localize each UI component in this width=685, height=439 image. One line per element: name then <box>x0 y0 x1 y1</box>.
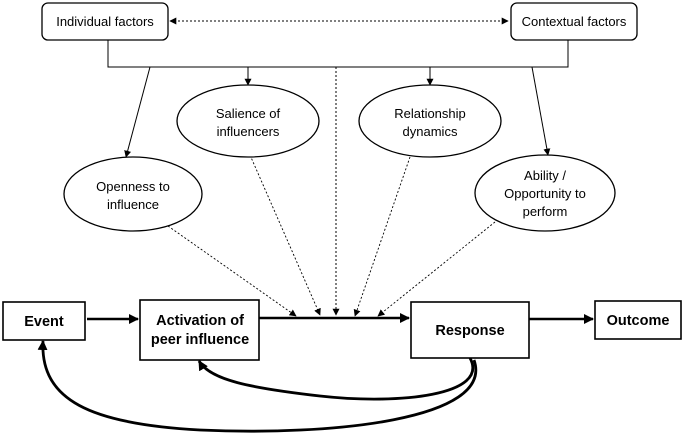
activation-label-line2: peer influence <box>151 332 249 348</box>
event-box: Event <box>2 301 86 341</box>
event-label: Event <box>24 314 64 330</box>
individual-factors-box: Individual factors <box>41 2 169 41</box>
relationship-ellipse: Relationship dynamics <box>358 84 502 158</box>
salience-label-line2: influencers <box>217 124 280 139</box>
connectors <box>37 17 594 433</box>
contextual-factors-box: Contextual factors <box>510 2 638 41</box>
openness-label-line1: Openness to <box>96 179 170 194</box>
contextual-factors-label: Contextual factors <box>522 14 627 29</box>
feedback-arrow-to-event <box>37 340 478 433</box>
outcome-box: Outcome <box>594 300 682 340</box>
ability-label-line3: perform <box>523 204 568 219</box>
salience-ellipse: Salience of influencers <box>176 84 320 158</box>
ability-ellipse: Ability / Opportunity to perform <box>474 154 616 232</box>
ability-label-line2: Opportunity to <box>504 186 586 201</box>
individual-factors-label: Individual factors <box>56 14 154 29</box>
arrow-relationship-to-path <box>353 156 411 317</box>
salience-label-line1: Salience of <box>216 106 281 121</box>
relationship-label-line1: Relationship <box>394 106 466 121</box>
factors-bracket <box>107 40 569 68</box>
ability-label-line1: Ability / <box>524 168 566 183</box>
activation-box: Activation of peer influence <box>139 299 260 361</box>
response-box: Response <box>410 301 530 359</box>
feedback-arrow-to-activation <box>197 357 474 401</box>
arrow-ability-to-path <box>377 221 496 317</box>
outcome-label: Outcome <box>607 313 670 329</box>
openness-ellipse: Openness to influence <box>63 156 203 232</box>
openness-label-line2: influence <box>107 197 159 212</box>
arrow-salience-to-path <box>249 154 321 316</box>
arrow-to-ability <box>531 66 551 156</box>
relationship-label-line2: dynamics <box>403 124 458 139</box>
activation-label-line1: Activation of <box>156 313 244 329</box>
arrow-to-openness <box>124 66 151 158</box>
response-label: Response <box>435 323 504 339</box>
